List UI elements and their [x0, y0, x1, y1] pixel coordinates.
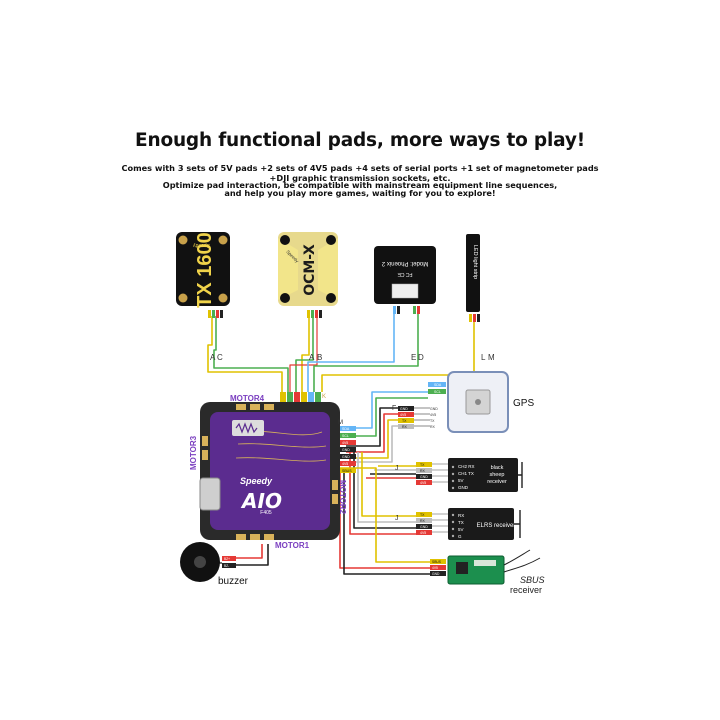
fc-pad-4v5-a: 4V5: [342, 441, 348, 445]
gps-wire-tx: TX: [402, 419, 407, 423]
vtx2-label: OCM-X: [302, 244, 318, 296]
sbus-receiver: SBUS 4V5 GND SBUS receiver: [430, 549, 545, 595]
buzzer: BZ+ BZ- buzzer: [180, 542, 249, 587]
gps-pad-rx: RX: [430, 425, 436, 429]
gps-pad-gnd: GND: [430, 407, 438, 411]
sbus-name-1: SBUS: [520, 575, 545, 585]
subtitle-line-2: +DJI graphic transmission sockets, etc.: [269, 173, 451, 183]
led-strip-label: LED light strip: [472, 245, 478, 279]
elrs-pin-5v: 5V: [458, 527, 464, 532]
gps-pad-4v5: 4V5: [430, 413, 436, 417]
vtx2-letter-b: B: [317, 353, 322, 362]
led-letter-m: M: [488, 353, 495, 362]
svg-text:FC CE: FC CE: [397, 271, 413, 277]
bs-wire-4v5: 4V5: [420, 481, 426, 485]
fc-pad-scl: SCL: [342, 434, 349, 438]
elrs-pin-tx: TX: [458, 520, 464, 525]
motor4-label: MOTOR4: [230, 394, 265, 403]
vtx1-letter-a: A: [210, 353, 216, 362]
buzzer-wire-pos: BZ+: [224, 557, 230, 561]
bs-letter-j: J: [395, 465, 399, 472]
gps-module: GPS SDA SCL GND 4V5 TX RX GND 4V5 TX RX …: [392, 371, 534, 433]
bs-pin-ch1tx: CH1 TX: [458, 471, 474, 476]
vtx-ocm: OCM-X Speedy A B: [278, 232, 338, 362]
vtx1-label: TX 1600: [194, 232, 216, 308]
elrs-wire-gnd: GND: [420, 525, 428, 529]
bs-wire-rx: RX: [420, 469, 426, 473]
elrs-pin-g: G: [458, 534, 462, 539]
buzzer-wire-neg: BZ-: [224, 564, 229, 568]
led-letter-l: L: [481, 353, 486, 362]
vtx-tx1600: TX 1600 Speedy A C: [176, 232, 230, 362]
elrs-wire-tx: TX: [420, 513, 425, 517]
subtitle-line-3: Optimize pad interaction, be compatible …: [162, 180, 558, 190]
motor1-label: MOTOR1: [275, 541, 310, 550]
elrs-pin-rx: RX: [458, 513, 464, 518]
elrs-wire-rx: RX: [420, 519, 426, 523]
gps-wire-gnd: GND: [400, 407, 408, 411]
led-strip: LED light strip L M: [466, 234, 495, 362]
elrs-receiver: J TX RX GND 4V5 RX TX 5V G ELRS receiver: [395, 508, 521, 540]
elrs-letter-j: J: [395, 515, 399, 522]
gps-wire-sda: SDA: [434, 383, 442, 387]
gps-wire-scl: SCL: [434, 390, 441, 394]
buzzer-label: buzzer: [218, 576, 249, 587]
phoenix-letter-d: D: [418, 353, 424, 362]
bs-pin-gnd: GND: [458, 485, 469, 490]
fc-brand: Speedy: [240, 476, 273, 486]
vtx1-letter-c: C: [217, 353, 223, 362]
wire-harness: [207, 312, 475, 575]
bs-wire-tx: TX: [420, 463, 425, 467]
gps-wire-4v5: 4V5: [400, 413, 406, 417]
fc-pad-gnd-b: GND: [342, 455, 350, 459]
sbus-wire-gnd: GND: [432, 572, 440, 576]
fc-letter-m: M: [338, 420, 343, 426]
fc-pad-sda: SDA: [342, 427, 350, 431]
bs-name-2: sheep: [490, 472, 505, 478]
phoenix-vtx: Model: Phoenix 2 FC CE E D: [374, 246, 436, 362]
fc-pad-4v5-b: 4V5: [342, 462, 348, 466]
page-title: Enough functional pads, more ways to pla…: [135, 130, 585, 151]
fc-letter-k: K: [322, 394, 326, 400]
sbus-name-2: receiver: [510, 585, 542, 595]
gps-wire-rx: RX: [402, 425, 408, 429]
bs-name-1: black: [491, 465, 504, 471]
elrs-wire-4v5: 4V5: [420, 531, 426, 535]
bs-receiver: J TX RX GND 4V5 CH2 RX CH1 TX 5V GND bla…: [395, 458, 523, 492]
motor3-label: MOTOR3: [189, 435, 198, 470]
gps-letter-f: F: [392, 405, 396, 412]
fc-model: AIO: [240, 489, 282, 513]
vtx2-letter-a: A: [309, 353, 315, 362]
fc-sub: F405: [260, 510, 272, 516]
sbus-wire-sbus: SBUS: [432, 560, 442, 564]
bs-name-3: receiver: [487, 479, 507, 485]
phoenix-model: Model: Phoenix 2: [381, 260, 428, 266]
bs-pin-ch2rx: CH2 RX: [458, 464, 475, 469]
gps-label: GPS: [513, 398, 534, 409]
vtx1-brand: Speedy: [193, 242, 210, 248]
elrs-name: ELRS receiver: [477, 523, 516, 529]
motor2-label: MOTOR2: [338, 480, 347, 515]
phoenix-letter-e: E: [411, 353, 416, 362]
gps-pad-tx: TX: [430, 419, 435, 423]
flight-controller: Speedy AIO F405 K M SDA SCL 4V5 GND: [199, 392, 356, 540]
fc-pad-gnd-a: GND: [342, 448, 350, 452]
subtitle-line-1: Comes with 3 sets of 5V pads +2 sets of …: [121, 163, 599, 173]
bs-wire-gnd: GND: [420, 475, 428, 479]
sbus-wire-4v5: 4V5: [432, 566, 438, 570]
bs-pin-5v: 5V: [458, 478, 464, 483]
subtitle-line-4: and help you play more games, waiting fo…: [224, 188, 496, 198]
fc-pad-sbus: SBUS: [342, 469, 352, 473]
